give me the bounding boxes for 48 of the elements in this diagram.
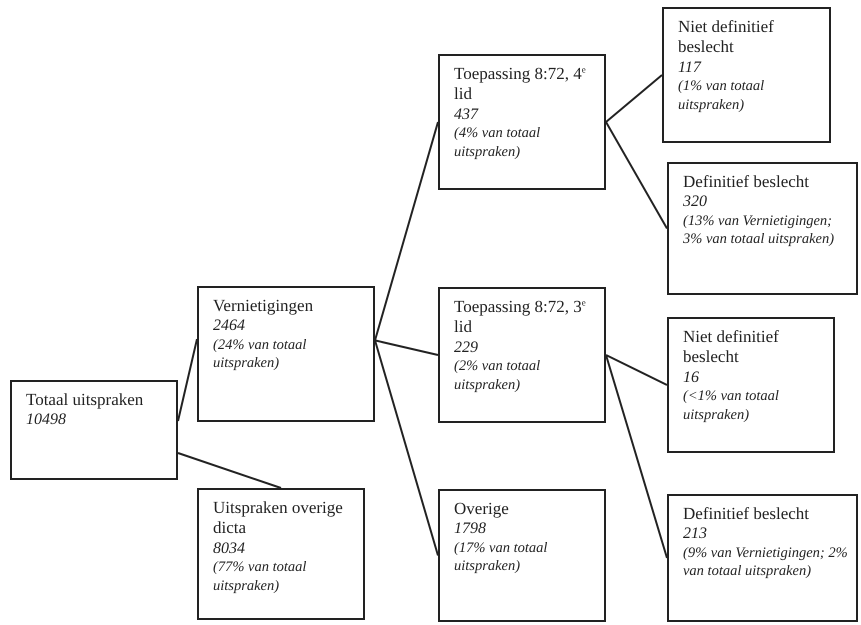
category-box <box>438 287 606 423</box>
percentage-note: (13% van Vernietigingen; 3% van totaal uitspraken) <box>683 212 836 250</box>
percentage-note: (17% van totaal uitspraken) <box>454 538 548 576</box>
count-value: 213 <box>683 524 708 544</box>
percentage-note: (24% van totaal uitspraken) <box>213 336 308 374</box>
category-label: Definitief beslecht <box>683 504 810 524</box>
category-box <box>667 494 858 622</box>
connector-line <box>178 452 282 489</box>
connector-line <box>605 122 668 229</box>
connector-line <box>374 339 438 356</box>
count-value: 2464 <box>213 316 246 336</box>
percentage-note: (4% van totaal uitspraken) <box>454 124 542 162</box>
percentage-note: (<1% van totaal uitspraken) <box>683 386 780 425</box>
category-box <box>197 286 375 422</box>
connector-line <box>374 340 439 556</box>
category-box <box>667 162 858 295</box>
count-value: 437 <box>454 104 480 124</box>
count-value: 117 <box>678 58 702 77</box>
category-box <box>438 54 606 190</box>
percentage-note: (1% van totaal uitspraken) <box>678 76 766 115</box>
category-label: Uitspraken overige dicta <box>213 498 344 539</box>
category-label: Totaal uitspraken <box>26 390 144 410</box>
count-value: 320 <box>683 192 708 212</box>
connector-line <box>606 354 668 386</box>
category-label: Vernietigingen <box>213 296 314 316</box>
category-label: Toepassing 8:72, 3$^{e}$ lid <box>454 297 587 338</box>
category-label: Toepassing 8:72, 4$^{e}$ lid <box>454 64 587 105</box>
connector-line <box>605 354 668 558</box>
category-label: Niet definitief beslecht <box>683 327 780 368</box>
category-box <box>662 7 831 143</box>
category-box <box>10 380 178 480</box>
percentage-note: (2% van totaal uitspraken) <box>454 356 542 395</box>
connector-line <box>605 74 663 123</box>
connector-line <box>374 122 439 341</box>
category-box <box>438 489 606 622</box>
category-box <box>667 317 835 453</box>
percentage-note: (9% van Vernietigingen; 2% van totaal uitspraken) <box>683 544 849 582</box>
count-value: 16 <box>683 368 700 387</box>
category-label: Niet definitief beslecht <box>678 17 775 58</box>
category-label: Overige <box>454 499 510 520</box>
percentage-note: (77% van totaal uitspraken) <box>213 558 308 596</box>
connector-line <box>177 338 198 422</box>
count-value: 10498 <box>26 410 67 430</box>
count-value: 1798 <box>454 519 487 539</box>
category-label: Definitief beslecht <box>683 172 810 192</box>
count-value: 229 <box>454 338 479 357</box>
category-box <box>197 488 365 620</box>
count-value: 8034 <box>213 538 246 558</box>
